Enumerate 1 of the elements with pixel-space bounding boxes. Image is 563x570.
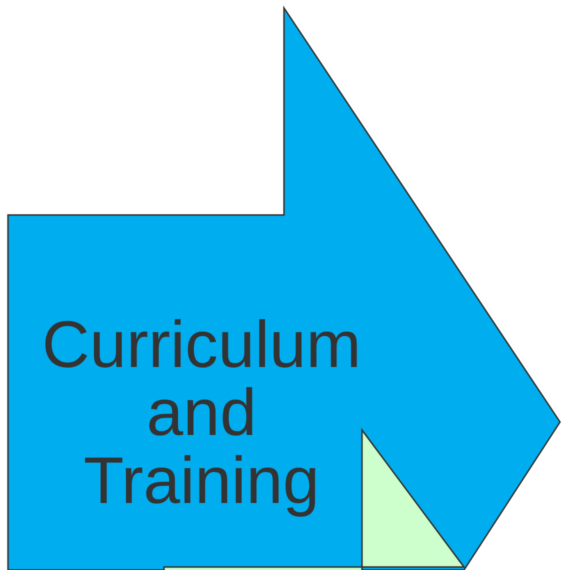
arrow-shape [8, 8, 561, 570]
